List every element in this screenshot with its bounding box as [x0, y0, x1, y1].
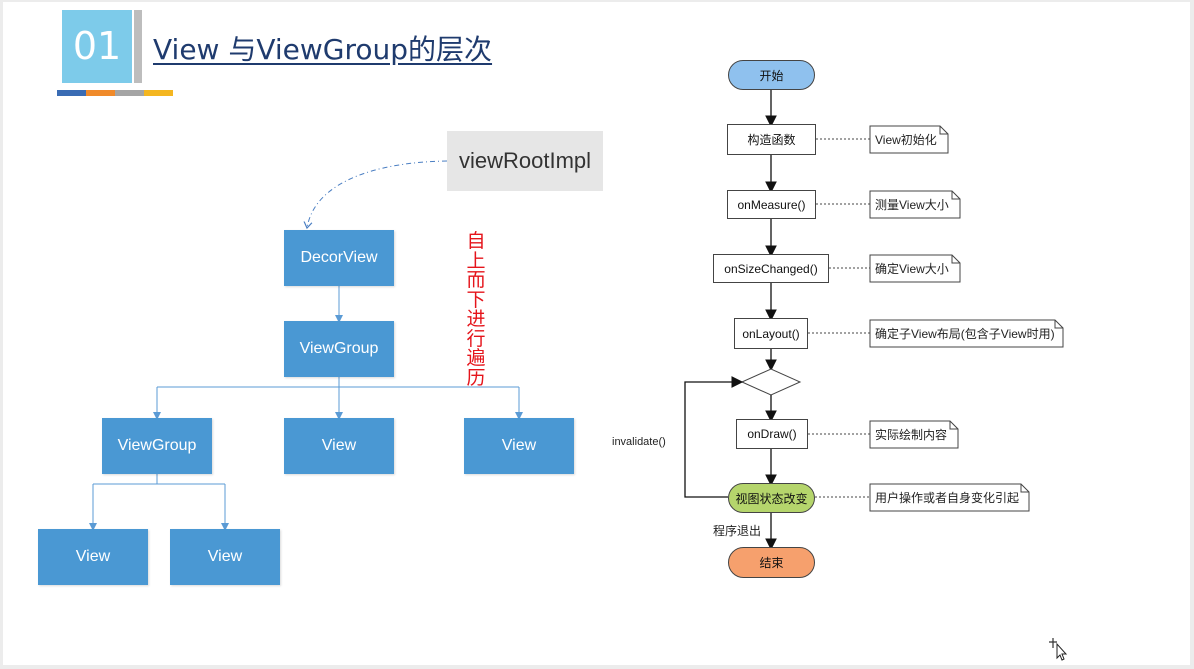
note-shape-state: [869, 483, 1030, 512]
note-state-change: 用户操作或者自身变化引起: [875, 491, 1020, 505]
vertical-char: 上: [466, 249, 486, 272]
section-number-badge: 01: [62, 10, 132, 83]
leaf-view-node-2: View: [170, 529, 280, 585]
flow-on-draw-node: onDraw(): [736, 419, 808, 449]
note-on-draw: 实际绘制内容: [875, 428, 948, 442]
note-shape-draw: [869, 420, 959, 449]
flow-on-layout-node: onLayout(): [734, 318, 808, 349]
vertical-char: 历: [466, 366, 486, 389]
view-node-2: View: [464, 418, 574, 474]
note-shape-layout: [869, 319, 1064, 348]
traversal-vertical-note: 自 上 而 下 进 行 遍 历: [463, 230, 489, 389]
flow-invalidate-loop: [684, 376, 744, 498]
flow-on-size-changed-node: onSizeChanged(): [713, 254, 829, 283]
flow-decision-diamond: [740, 368, 802, 396]
view-group-node: ViewGroup: [284, 321, 394, 377]
vertical-char: 进: [466, 308, 486, 330]
flow-start-node: 开始: [728, 60, 815, 90]
vertical-char: 行: [466, 327, 486, 350]
root-to-decor-link: [307, 160, 448, 228]
flow-on-measure-node: onMeasure(): [727, 190, 816, 219]
badge-side-bar: [134, 10, 142, 83]
flow-end-node: 结束: [728, 547, 815, 578]
move-cursor-icon: [1049, 638, 1068, 661]
exit-label: 程序退出: [713, 524, 762, 538]
view-node-1: View: [284, 418, 394, 474]
note-constructor: View初始化: [875, 133, 937, 147]
note-shape-constructor: [869, 125, 949, 154]
slide-title: View 与ViewGroup的层次: [153, 33, 493, 66]
stripe-blue: [57, 90, 86, 96]
section-number: 01: [72, 24, 122, 68]
note-on-size-changed: 确定View大小: [875, 262, 949, 276]
note-on-measure: 测量View大小: [875, 198, 949, 212]
decor-view-node: DecorView: [284, 230, 394, 286]
stripe-yellow: [144, 90, 173, 96]
child-view-group-node: ViewGroup: [102, 418, 212, 474]
flow-constructor-node: 构造函数: [727, 124, 816, 155]
note-on-layout: 确定子View布局(包含子View时用): [875, 327, 1055, 341]
stripe-gray: [115, 90, 144, 96]
stripe-orange: [86, 90, 115, 96]
view-root-impl-label: viewRootImpl: [447, 131, 603, 191]
vertical-char: 下: [466, 288, 486, 311]
note-shape-measure: [869, 190, 961, 219]
vertical-char: 而: [466, 269, 486, 291]
note-shape-size: [869, 254, 961, 283]
leaf-view-node-1: View: [38, 529, 148, 585]
flow-state-change-node: 视图状态改变: [728, 483, 815, 513]
invalidate-label: invalidate(): [612, 436, 666, 448]
vertical-char: 遍: [466, 347, 486, 369]
vertical-char: 自: [466, 230, 486, 252]
